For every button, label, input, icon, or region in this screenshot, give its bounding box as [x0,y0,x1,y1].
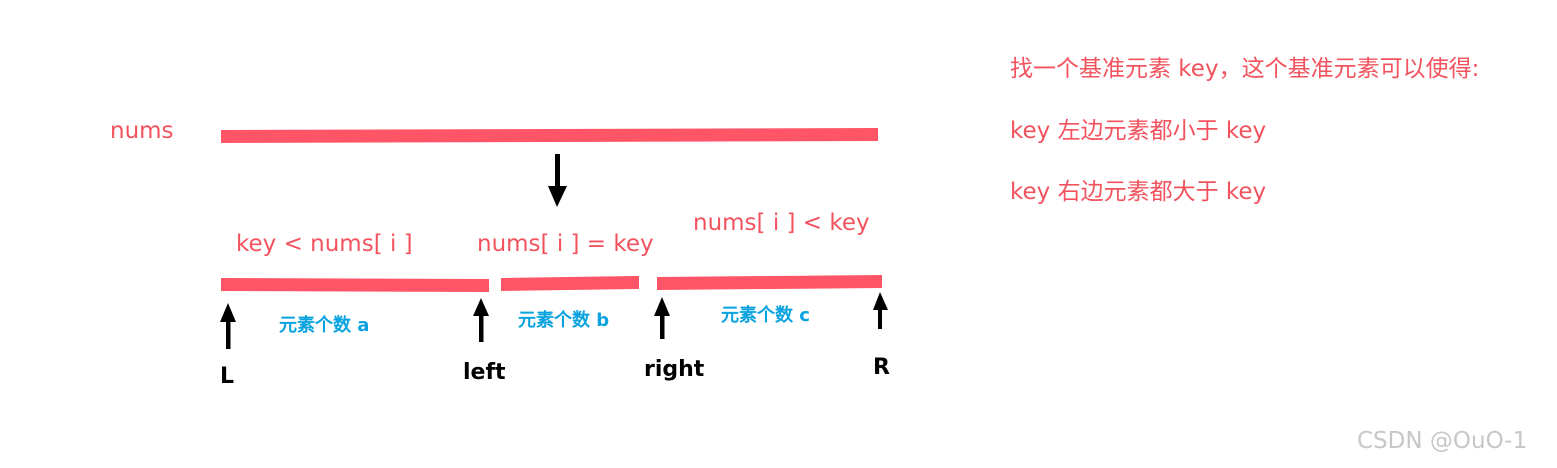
pointer-L: L [220,364,235,389]
segment-c-count: 元素个数 c [721,305,810,326]
note-line-2: key 左边元素都小于 key [1010,118,1267,144]
up-arrow-icon [220,303,236,349]
pointer-R: R [873,355,890,380]
segment-bar-c [657,275,882,290]
segment-c-condition: nums[ i ] < key [693,210,870,236]
down-arrow-icon [548,154,567,207]
note-line-3: key 右边元素都大于 key [1010,179,1267,205]
note-line-1: 找一个基准元素 key，这个基准元素可以使得: [1010,56,1480,82]
segment-a-count: 元素个数 a [279,315,370,336]
watermark: CSDN @OuO-1 [1357,428,1528,454]
segment-bar-b [501,276,639,291]
up-arrow-icon [873,292,888,329]
up-arrow-icon [473,298,489,342]
segment-bar-a [221,278,489,292]
array-bar [221,128,878,143]
segment-b-condition: nums[ i ] = key [477,231,654,257]
array-label: nums [110,118,174,144]
pointer-left: left [463,360,506,385]
segment-b-count: 元素个数 b [518,310,610,331]
pointer-right: right [644,357,705,382]
segment-a-condition: key < nums[ i ] [236,231,413,257]
up-arrow-icon [654,297,670,339]
